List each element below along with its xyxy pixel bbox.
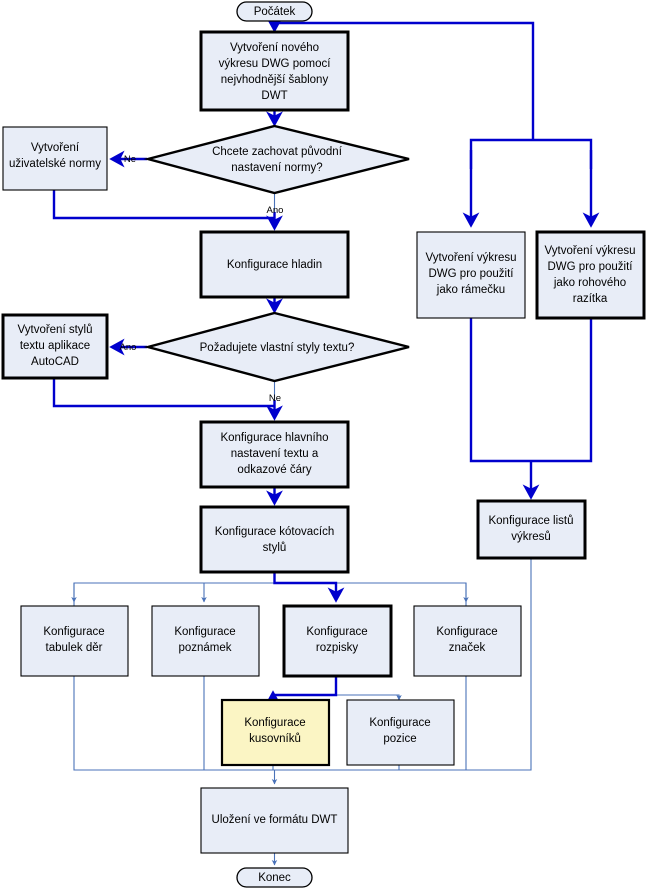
node-autocad-line3: AutoCAD bbox=[31, 356, 79, 368]
node-layers[interactable]: Konfigurace hladin bbox=[199, 230, 350, 299]
edge-label-norms-no: Ne bbox=[124, 154, 136, 165]
node-create-dwg-line3: nejvhodnější šablony bbox=[221, 74, 329, 86]
node-user-norms-line1: Vytvoření bbox=[31, 142, 80, 154]
node-start[interactable]: Počátek bbox=[236, 1, 313, 22]
node-user-norms-line2: uživatelské normy bbox=[9, 158, 101, 170]
edge-label-norms-yes: Ano bbox=[267, 205, 284, 216]
node-sheets-line1: Konfigurace listů bbox=[488, 515, 573, 527]
node-frame-line1: Vytvoření výkresu bbox=[426, 252, 517, 264]
node-decision-norms[interactable]: Chcete zachovat původní nastavení normy? bbox=[143, 124, 410, 195]
node-main-text-config[interactable]: Konfigurace hlavního nastavení textu a o… bbox=[199, 420, 350, 489]
edge-stamp-down bbox=[531, 318, 593, 463]
node-decision-norms-line1: Chcete zachovat původní bbox=[212, 146, 343, 158]
node-symbols-line2: značek bbox=[449, 642, 486, 654]
node-create-dwg-line1: Vytvoření nového bbox=[230, 42, 319, 54]
node-dim-styles-line1: Konfigurace kótovacích bbox=[215, 526, 335, 538]
node-save-dwt[interactable]: Uložení ve formátu DWT bbox=[200, 787, 349, 854]
node-autocad-line2: textu aplikace bbox=[20, 340, 90, 352]
node-main-text-line2: nastavení textu a bbox=[231, 448, 319, 460]
node-stamp-line3: jako rohového bbox=[553, 277, 626, 289]
edge-frame-down bbox=[469, 318, 531, 463]
node-frame-dwg[interactable]: Vytvoření výkresu DWG pro použití jako r… bbox=[416, 231, 526, 319]
edge-right-split-bar bbox=[469, 138, 593, 169]
node-notes[interactable]: Konfigurace poznámek bbox=[151, 605, 260, 677]
node-decision-text-line1: Požadujete vlastní styly textu? bbox=[200, 342, 355, 354]
node-create-dwg-line4: DWT bbox=[261, 90, 287, 102]
edge-titleblock-to-bom bbox=[264, 676, 338, 706]
node-stamp-dwg[interactable]: Vytvoření výkresu DWG pro použití jako r… bbox=[535, 230, 646, 320]
node-bom[interactable]: Konfigurace kusovníků bbox=[220, 698, 331, 767]
edge-user-norms-rejoin bbox=[52, 190, 275, 220]
node-title-block-line2: rozpisky bbox=[316, 642, 358, 654]
node-save-dwt-line1: Uložení ve formátu DWT bbox=[212, 814, 338, 826]
node-bom-line1: Konfigurace bbox=[244, 717, 305, 729]
node-notes-line2: poznámek bbox=[178, 642, 231, 654]
edge-autocad-styles-rejoin bbox=[52, 378, 275, 408]
node-start-label: Počátek bbox=[254, 6, 296, 18]
node-balloons-line1: Konfigurace bbox=[369, 717, 430, 729]
edge-notes-down bbox=[203, 676, 275, 771]
node-symbols[interactable]: Konfigurace značek bbox=[413, 605, 522, 677]
node-bom-line2: kusovníků bbox=[249, 733, 301, 745]
node-end[interactable]: Konec bbox=[236, 867, 313, 888]
node-dim-styles[interactable]: Konfigurace kótovacích stylů bbox=[199, 505, 350, 574]
node-symbols-line1: Konfigurace bbox=[436, 626, 497, 638]
edge-fanout-bar bbox=[73, 582, 467, 608]
node-autocad-text-styles[interactable]: Vytvoření stylů textu aplikace AutoCAD bbox=[1, 313, 109, 380]
node-hole-tables-line2: tabulek děr bbox=[46, 642, 103, 654]
node-title-block[interactable]: Konfigurace rozpisky bbox=[282, 604, 393, 678]
node-hole-tables[interactable]: Konfigurace tabulek děr bbox=[20, 605, 129, 677]
connector-layer: user_norms --> down --> autocad_text_sty… bbox=[52, 17, 600, 866]
node-hole-tables-line1: Konfigurace bbox=[43, 626, 104, 638]
edge-label-text-styles-no: Ne bbox=[269, 393, 281, 404]
node-sheets[interactable]: Konfigurace listů výkresů bbox=[476, 499, 587, 560]
node-main-text-line3: odkazové čáry bbox=[237, 464, 311, 476]
node-layers-line1: Konfigurace hladin bbox=[227, 259, 322, 271]
node-dim-styles-line2: stylů bbox=[263, 542, 287, 554]
node-user-norms[interactable]: Vytvoření uživatelské normy bbox=[2, 126, 108, 191]
node-sheets-line2: výkresů bbox=[511, 531, 551, 543]
edge-label-layer: Ne Ano Ano Ne bbox=[120, 154, 284, 404]
edge-fanout-trunk bbox=[273, 572, 345, 603]
node-frame-line3: jako rámečku bbox=[436, 284, 505, 296]
node-notes-line1: Konfigurace bbox=[174, 626, 235, 638]
node-title-block-line1: Konfigurace bbox=[306, 626, 367, 638]
node-stamp-line4: razítka bbox=[573, 293, 608, 305]
edge-top-right-branch bbox=[274, 21, 535, 140]
node-autocad-line1: Vytvoření stylů bbox=[18, 324, 93, 336]
node-stamp-line1: Vytvoření výkresu bbox=[545, 245, 636, 257]
node-create-dwg[interactable]: Vytvoření nového výkresu DWG pomocí nejv… bbox=[199, 30, 350, 112]
node-end-label: Konec bbox=[258, 872, 291, 884]
node-balloons-line2: pozice bbox=[383, 733, 416, 745]
node-stamp-line2: DWG pro použití bbox=[548, 261, 634, 273]
node-decision-text-styles[interactable]: Požadujete vlastní styly textu? bbox=[143, 311, 410, 383]
edge-titleblock-bar bbox=[335, 676, 400, 700]
edge-label-text-styles-yes: Ano bbox=[120, 342, 137, 353]
node-balloons[interactable]: Konfigurace pozice bbox=[346, 699, 455, 766]
edge-balloons-down bbox=[274, 765, 400, 771]
node-main-text-line1: Konfigurace hlavního bbox=[220, 432, 328, 444]
node-frame-line2: DWG pro použití bbox=[429, 268, 515, 280]
node-decision-norms-line2: nastavení normy? bbox=[231, 162, 322, 174]
node-create-dwg-line2: výkresu DWG pomocí bbox=[219, 58, 332, 70]
